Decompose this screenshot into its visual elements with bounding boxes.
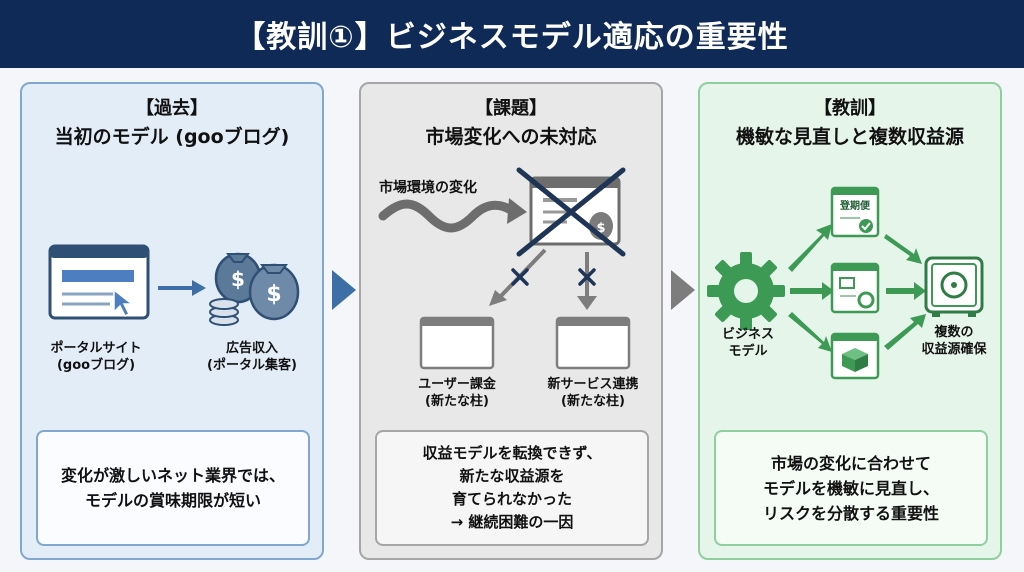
ad-revenue-label: 広告収入(ポータル集客) [207, 341, 297, 373]
issue-title: 市場変化への未対応 [425, 126, 597, 148]
svg-text:$: $ [596, 221, 605, 236]
multi-revenue-label: 複数の収益源確保 [921, 325, 987, 357]
cursor-icon [113, 288, 135, 318]
gear-icon [707, 252, 785, 330]
lesson-summary-box: 市場の変化に合わせてモデルを機敏に見直し、リスクを分散する重要性 [714, 430, 988, 546]
svg-text:$: $ [266, 282, 281, 307]
issue-summary-box: 収益モデルを転換できず、新たな収益源を 育てられなかった→ 継続困難の一因 [375, 430, 649, 546]
past-title: 当初のモデル (gooブログ) [54, 126, 290, 148]
right-arrow [158, 280, 206, 296]
blocked-arrow-left [489, 248, 547, 306]
cross-icon [516, 167, 626, 257]
new-service-label: 新サービス連携(新たな柱) [547, 377, 639, 409]
document-icon: 登期便 [830, 186, 880, 238]
issue-illustration: $ [378, 167, 631, 370]
empty-window-icon [419, 316, 631, 370]
settings-document-icon [830, 262, 880, 314]
panel-arrow-2 [671, 270, 695, 310]
svg-text:$: $ [231, 267, 245, 291]
past-illustration: $ $ [48, 244, 300, 326]
past-tag: 【過去】 [136, 98, 208, 119]
coin-stack-icon [209, 298, 239, 326]
money-bag-icon: $ $ [214, 252, 300, 321]
blocked-arrow-down [577, 252, 597, 310]
lesson-tag: 【教訓】 [814, 98, 886, 119]
user-billing-label: ユーザー課金(新たな柱) [418, 377, 496, 409]
panel-arrow-1 [332, 270, 356, 310]
registry-text: 登期便 [839, 199, 871, 212]
business-model-label: ビジネスモデル [721, 327, 774, 359]
lesson-illustration: 登期便 [707, 186, 984, 380]
panel-issue: 【課題】 市場変化への未対応 市場環境の変化 $ [359, 82, 663, 560]
page-title: 【教訓①】ビジネスモデル適応の重要性 [235, 20, 789, 55]
wavy-arrow-icon [378, 198, 527, 233]
panel-lesson: 【教訓】 機敏な見直しと複数収益源 登期便 [698, 82, 1002, 560]
header-bar: 【教訓①】ビジネスモデル適応の重要性 [0, 0, 1024, 68]
portal-label: ポータルサイト(gooブログ) [50, 341, 142, 373]
past-summary-box: 変化が激しいネット業界では、モデルの賞味期限が短い [36, 430, 310, 546]
panel-past: 【過去】 当初のモデル (gooブログ) $ $ ポータルサ [20, 82, 324, 560]
box-icon [830, 332, 880, 380]
market-change-label: 市場環境の変化 [379, 180, 477, 196]
browser-window-icon [48, 244, 150, 320]
lesson-title: 機敏な見直しと複数収益源 [735, 126, 964, 148]
issue-tag: 【課題】 [475, 98, 547, 119]
flow-arrows [788, 224, 926, 352]
safe-icon [924, 256, 984, 317]
